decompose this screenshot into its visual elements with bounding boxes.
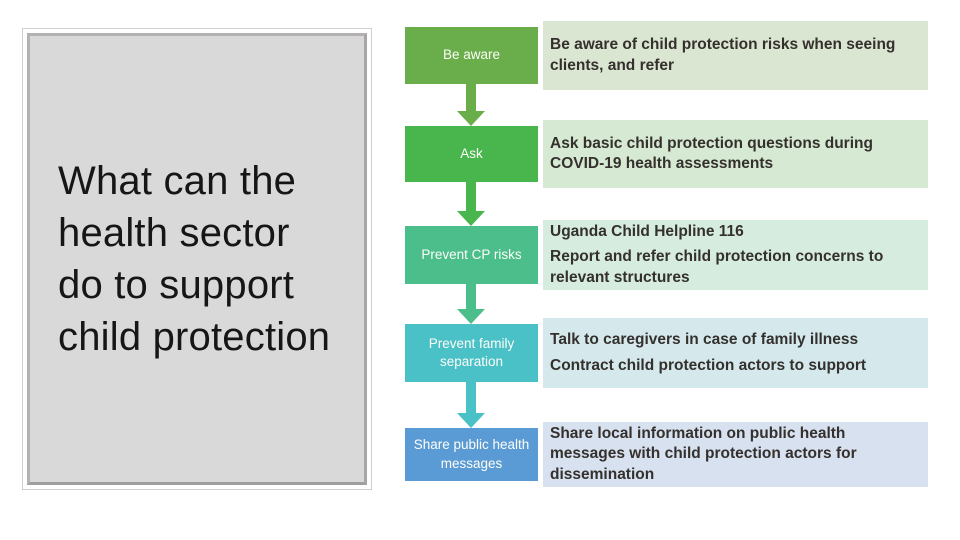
down-arrow-icon	[457, 382, 485, 428]
title-frame-inner: What can the health sector do to support…	[27, 33, 367, 485]
step-label: Share public health messages	[413, 437, 530, 471]
step-description-line: Talk to caregivers in case of family ill…	[550, 331, 859, 349]
step-description-line: Uganda Child Helpline 116	[550, 222, 744, 240]
arrow-head	[457, 309, 485, 324]
arrow-head	[457, 413, 485, 428]
step-description-line: Report and refer child protection concer…	[550, 248, 884, 286]
process-row-ask: Ask Ask basic child protection questions…	[405, 120, 928, 188]
step-description-box: Talk to caregivers in case of family ill…	[543, 318, 928, 388]
step-description-line: Share local information on public health…	[550, 424, 857, 483]
arrow-stem	[466, 182, 476, 211]
arrow-stem	[466, 382, 476, 413]
step-description-box: Uganda Child Helpline 116 Report and ref…	[543, 220, 928, 290]
step-description-line: Ask basic child protection questions dur…	[550, 134, 873, 172]
step-description-box: Share local information on public health…	[543, 422, 928, 487]
arrow-head	[457, 111, 485, 126]
down-arrow-icon	[457, 182, 485, 226]
step-label: Be aware	[442, 47, 501, 63]
title-frame: What can the health sector do to support…	[22, 28, 372, 490]
step-label-box: Share public health messages	[405, 428, 538, 481]
arrow-head	[457, 211, 485, 226]
down-arrow-icon	[457, 284, 485, 324]
step-label-box: Ask	[405, 126, 538, 182]
process-row-be-aware: Be aware Be aware of child protection ri…	[405, 21, 928, 90]
step-label-box: Be aware	[405, 27, 538, 84]
process-row-prevent-cp-risks: Prevent CP risks Uganda Child Helpline 1…	[405, 220, 928, 290]
step-description-line: Contract child protection actors to supp…	[550, 356, 867, 374]
step-description-box: Ask basic child protection questions dur…	[543, 120, 928, 188]
step-description-line: Be aware of child protection risks when …	[550, 36, 896, 74]
arrow-stem	[466, 84, 476, 111]
step-label-box: Prevent CP risks	[405, 226, 538, 284]
process-row-share-public-health-messages: Share public health messages Share local…	[405, 422, 928, 487]
step-label: Prevent family separation	[428, 335, 515, 369]
down-arrow-icon	[457, 84, 485, 126]
step-description-box: Be aware of child protection risks when …	[543, 21, 928, 90]
arrow-stem	[466, 284, 476, 309]
step-label: Prevent CP risks	[421, 246, 522, 262]
step-label-box: Prevent family separation	[405, 324, 538, 382]
slide-title: What can the health sector do to support…	[58, 159, 331, 359]
process-row-prevent-family-separation: Prevent family separation Talk to caregi…	[405, 318, 928, 388]
step-label: Ask	[460, 145, 483, 161]
